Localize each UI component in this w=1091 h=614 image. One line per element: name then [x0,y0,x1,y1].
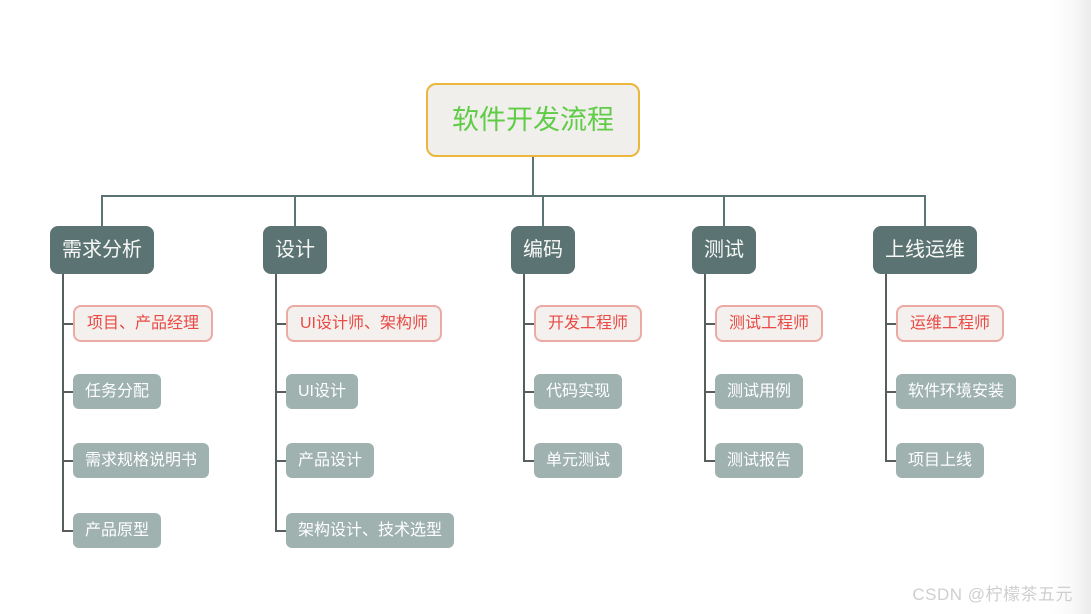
task-node[interactable]: 架构设计、技术选型 [286,513,455,548]
task-node[interactable]: 软件环境安装 [896,374,1017,409]
connector-child-stub [64,530,73,532]
connector-branch-stub-3 [542,197,544,226]
connector-tree-vertical-3 [523,274,525,462]
connector-child-stub [277,530,286,532]
connector-child-stub [64,391,73,393]
root-node[interactable]: 软件开发流程 [426,83,640,157]
task-node[interactable]: 单元测试 [534,443,623,478]
connector-tree-vertical-4 [704,274,706,462]
task-node[interactable]: 产品设计 [286,443,375,478]
connector-child-stub [525,391,534,393]
connector-child-stub [706,391,715,393]
task-node[interactable]: 测试报告 [715,443,804,478]
connector-child-stub [64,323,73,325]
connector-tree-vertical-2 [275,274,277,532]
connector-child-stub [277,391,286,393]
connector-tree-vertical-1 [62,274,64,532]
task-node[interactable]: 产品原型 [73,513,162,548]
task-node[interactable]: 需求规格说明书 [73,443,210,478]
connector-child-stub [525,460,534,462]
connector-branch-stub-2 [294,197,296,226]
connector-branch-stub-5 [924,197,926,226]
branch-node-1[interactable]: 需求分析 [50,226,154,274]
role-node[interactable]: 开发工程师 [534,305,643,342]
connector-horizontal [101,195,926,197]
connector-tree-vertical-5 [885,274,887,462]
role-node[interactable]: UI设计师、架构师 [286,305,443,342]
page-edge-shadow [1049,0,1091,614]
branch-node-5[interactable]: 上线运维 [873,226,977,274]
connector-child-stub [887,323,896,325]
connector-child-stub [277,460,286,462]
branch-node-2[interactable]: 设计 [263,226,327,274]
task-node[interactable]: UI设计 [286,374,359,409]
watermark: CSDN @柠檬茶五元 [912,585,1073,604]
connector-branch-stub-1 [101,197,103,226]
task-node[interactable]: 代码实现 [534,374,623,409]
connector-child-stub [887,460,896,462]
connector-child-stub [64,460,73,462]
connector-child-stub [277,323,286,325]
role-node[interactable]: 测试工程师 [715,305,824,342]
connector-child-stub [706,323,715,325]
connector-branch-stub-4 [723,197,725,226]
connector-root-vertical [532,157,534,195]
task-node[interactable]: 项目上线 [896,443,985,478]
connector-child-stub [706,460,715,462]
connector-child-stub [525,323,534,325]
connector-child-stub [887,391,896,393]
task-node[interactable]: 测试用例 [715,374,804,409]
role-node[interactable]: 项目、产品经理 [73,305,214,342]
task-node[interactable]: 任务分配 [73,374,162,409]
branch-node-4[interactable]: 测试 [692,226,756,274]
role-node[interactable]: 运维工程师 [896,305,1005,342]
branch-node-3[interactable]: 编码 [511,226,575,274]
